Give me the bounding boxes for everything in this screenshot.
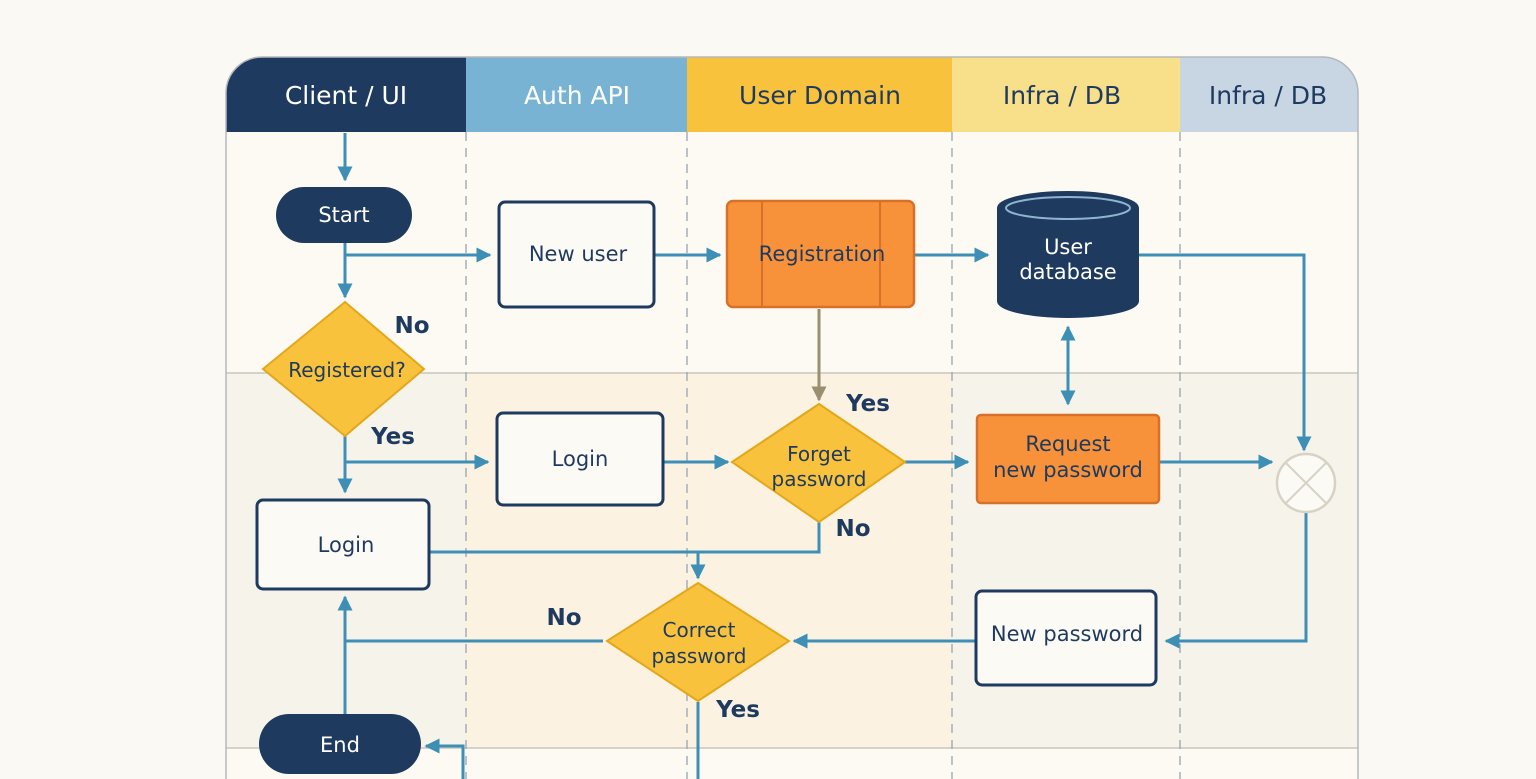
correct-password-decision[interactable]: Correct password bbox=[605, 581, 791, 703]
lane-title-user-domain: User Domain bbox=[739, 81, 901, 110]
lane-header-client-ui bbox=[226, 57, 466, 132]
new-password-box[interactable]: New password bbox=[974, 589, 1158, 687]
swimlane-board bbox=[226, 57, 1358, 779]
end-node[interactable]: End bbox=[259, 714, 421, 774]
edge-merge-to-new-password bbox=[1164, 512, 1308, 649]
correct-password-line-1: Correct bbox=[663, 618, 736, 642]
user-database-line-1: User bbox=[1044, 235, 1092, 259]
lane-header-infra-db-1 bbox=[952, 57, 1180, 132]
login-client-label: Login bbox=[318, 533, 375, 557]
user-database-line-2: database bbox=[1019, 260, 1116, 284]
correct-password-line-2: password bbox=[652, 644, 747, 668]
lane-header-auth-api bbox=[466, 57, 687, 132]
new-user-box[interactable]: New user bbox=[497, 200, 656, 309]
merge-connector-icon bbox=[1275, 452, 1337, 514]
lane-title-client-ui: Client / UI bbox=[285, 81, 407, 110]
login-api-box[interactable]: Login bbox=[495, 411, 665, 507]
edge-forget-no-to-correct bbox=[430, 522, 821, 554]
edge-label-correct-yes: Yes bbox=[715, 697, 760, 723]
registered-decision[interactable]: Registered? bbox=[261, 300, 426, 438]
registration-process[interactable]: Registration bbox=[725, 199, 916, 309]
start-label: Start bbox=[318, 203, 369, 227]
user-database-icon[interactable]: User database bbox=[997, 191, 1139, 318]
edge-label-forget-no: No bbox=[835, 516, 870, 542]
request-new-password-line-1: Request bbox=[1025, 432, 1110, 456]
registered-label: Registered? bbox=[288, 358, 406, 382]
edge-label-registered-no: No bbox=[394, 313, 429, 339]
forget-password-decision[interactable]: Forget password bbox=[730, 402, 907, 524]
lane-title-infra-db-1: Infra / DB bbox=[1003, 81, 1121, 110]
edge-database-to-merge bbox=[1138, 253, 1312, 452]
edges bbox=[337, 133, 1312, 779]
edge-return-to-end bbox=[424, 738, 465, 779]
new-password-label: New password bbox=[991, 622, 1143, 646]
edge-label-correct-no: No bbox=[546, 605, 581, 631]
start-node[interactable]: Start bbox=[276, 187, 412, 243]
forget-password-line-2: password bbox=[772, 467, 867, 491]
registration-label: Registration bbox=[759, 242, 886, 266]
request-new-password-box[interactable]: Request new password bbox=[975, 413, 1161, 505]
request-new-password-line-2: new password bbox=[993, 458, 1143, 482]
new-user-label: New user bbox=[529, 242, 628, 266]
login-api-label: Login bbox=[552, 447, 609, 471]
end-label: End bbox=[320, 733, 360, 757]
edge-label-registered-yes: Yes bbox=[370, 424, 415, 450]
lane-header-infra-db-2 bbox=[1180, 57, 1358, 132]
board-border bbox=[225, 56, 1359, 779]
edge-label-forget-yes: Yes bbox=[845, 391, 890, 417]
lane-title-auth-api: Auth API bbox=[524, 81, 630, 110]
lane-header-user-domain bbox=[687, 57, 952, 132]
login-client-box[interactable]: Login bbox=[255, 498, 431, 591]
lane-title-infra-db-2: Infra / DB bbox=[1209, 81, 1327, 110]
forget-password-line-1: Forget bbox=[787, 442, 851, 466]
